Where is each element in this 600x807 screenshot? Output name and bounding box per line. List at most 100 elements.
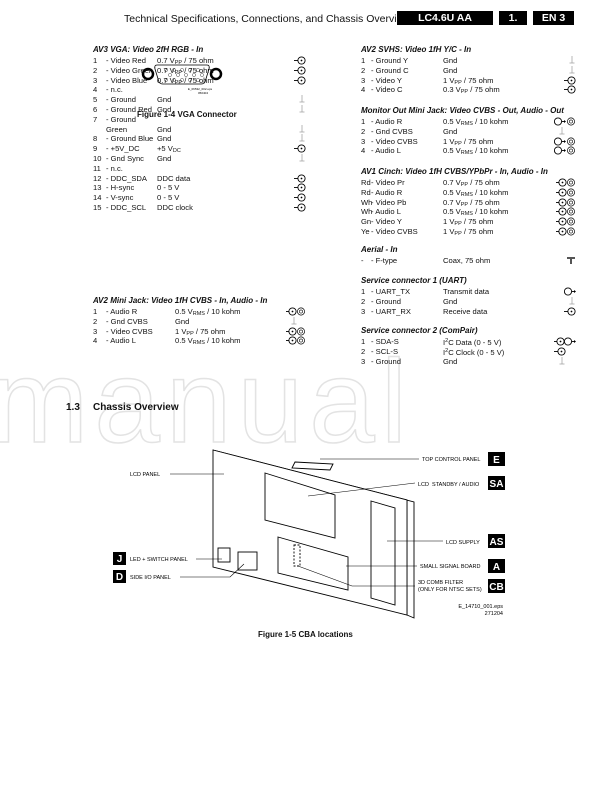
pin-value: 0.5 VRMS / 10 kohm bbox=[443, 188, 508, 201]
value-subscript: PP bbox=[460, 182, 469, 188]
input-jack-icon bbox=[286, 307, 306, 316]
header-title: Technical Specifications, Connections, a… bbox=[124, 13, 410, 25]
pin-name: - Video Blue bbox=[106, 75, 148, 85]
pin-row: 7- Ground bbox=[93, 115, 308, 125]
value-subscript: PP bbox=[186, 330, 194, 337]
input-connector-icon bbox=[294, 76, 306, 85]
input-connector-icon bbox=[564, 85, 576, 94]
value-subscript: PP bbox=[174, 60, 183, 66]
value-subscript: PP bbox=[454, 140, 462, 147]
pin-value: 0.5 VRMS / 10 kohm bbox=[175, 307, 240, 320]
value-subscript: PP bbox=[454, 79, 462, 86]
pin-number: 3 bbox=[361, 306, 366, 316]
value-text: / 10 kohm bbox=[472, 207, 509, 217]
pin-name: - Gnd CVBS bbox=[371, 126, 413, 136]
pin-number: 11 bbox=[93, 163, 101, 173]
page-number-badge: EN 3 bbox=[533, 11, 574, 25]
value-subscript: PP bbox=[460, 201, 469, 208]
value-text: / 10 kohm bbox=[472, 146, 509, 156]
section-title: Monitor Out Mini Jack: Video CVBS - Out,… bbox=[361, 106, 564, 115]
pin-name: - DDC_SDA bbox=[106, 173, 147, 183]
pin-value: 0.7 VPP / 75 ohm bbox=[157, 66, 214, 79]
value-text: / 75 ohm bbox=[461, 136, 494, 146]
cba-figure-caption: Figure 1-5 CBA locations bbox=[258, 630, 353, 639]
value-text: Transmit data bbox=[443, 287, 490, 296]
pin-name: - Audio L bbox=[106, 336, 136, 346]
cba-figure-eps: E_14710_001.eps bbox=[458, 604, 503, 610]
pin-number: 2 bbox=[93, 65, 98, 75]
input-jack-icon bbox=[556, 188, 576, 197]
section-monitor-out: Monitor Out Mini Jack: Video CVBS - Out,… bbox=[361, 106, 576, 156]
pin-name: - Video C bbox=[371, 85, 403, 95]
value-subscript: RMS bbox=[460, 121, 473, 127]
input-connector-icon bbox=[294, 56, 306, 65]
pin-name: - +5V_DC bbox=[106, 144, 140, 154]
pin-value: I2C Data (0 - 5 V) bbox=[443, 337, 501, 348]
section-title: AV2 Mini Jack: Video 1fH CVBS - In, Audi… bbox=[93, 296, 268, 305]
input-jack-icon bbox=[556, 178, 576, 187]
pin-value: Gnd bbox=[443, 357, 457, 367]
value-text: 0.5 V bbox=[443, 146, 461, 156]
pin-value: 1 VPP / 75 ohm bbox=[443, 217, 493, 230]
pin-value: DDC clock bbox=[157, 203, 193, 213]
pin-value: 0 - 5 V bbox=[157, 193, 179, 203]
value-text: 1 V bbox=[443, 226, 455, 236]
value-text: 0.7 V bbox=[157, 75, 175, 85]
pin-number: 2 bbox=[93, 316, 98, 326]
value-text: 0 - 5 V bbox=[157, 193, 180, 203]
watermark: manual bbox=[0, 350, 408, 450]
pin-value: Gnd bbox=[157, 125, 171, 135]
value-subscript: RMS bbox=[460, 191, 473, 198]
value-text: Gnd bbox=[157, 124, 172, 134]
pin-row: 9- +5V_DC+5 VDC bbox=[93, 144, 308, 154]
value-subscript: PP bbox=[454, 230, 462, 237]
value-text: / 10 kohm bbox=[204, 336, 241, 346]
value-text: Gnd bbox=[157, 153, 172, 163]
chassis-section-number: 1.3 bbox=[66, 402, 80, 413]
pin-number: 3 bbox=[361, 136, 366, 146]
pin-number: 8 bbox=[93, 134, 98, 144]
pin-row: 4- n.c. bbox=[93, 85, 308, 95]
pin-value: 1 VPP / 75 ohm bbox=[443, 76, 493, 89]
pin-value: 1 VPP / 75 ohm bbox=[443, 227, 493, 240]
small-signal-board bbox=[277, 536, 349, 591]
vga-connector-figure: E_06532_002.eps 050404 bbox=[141, 64, 223, 95]
chassis-section-title: Chassis Overview bbox=[93, 402, 179, 413]
value-subscript: RMS bbox=[460, 211, 473, 218]
pin-name: - Video Green bbox=[106, 65, 154, 75]
value-text: Gnd bbox=[443, 296, 458, 306]
value-text: 0.7 V bbox=[157, 56, 175, 65]
pin-value: Gnd bbox=[443, 66, 457, 76]
pin-name: - Ground bbox=[106, 95, 136, 105]
pin-name: - UART_TX bbox=[371, 287, 411, 296]
pin-value: Gnd bbox=[157, 134, 171, 144]
pin-name: - Audio L bbox=[371, 207, 401, 217]
input-connector-icon bbox=[294, 183, 306, 192]
pin-value: 0.5 VRMS / 10 kohm bbox=[443, 146, 508, 159]
value-text: 0.5 V bbox=[443, 117, 461, 126]
pin-number: 7 bbox=[93, 114, 98, 124]
pin-number: 6 bbox=[93, 104, 98, 114]
input-connector-icon bbox=[294, 144, 306, 153]
value-subscript: RMS bbox=[192, 311, 205, 317]
input-connector-icon bbox=[294, 174, 306, 183]
pin-name: - Ground Red bbox=[106, 104, 153, 114]
